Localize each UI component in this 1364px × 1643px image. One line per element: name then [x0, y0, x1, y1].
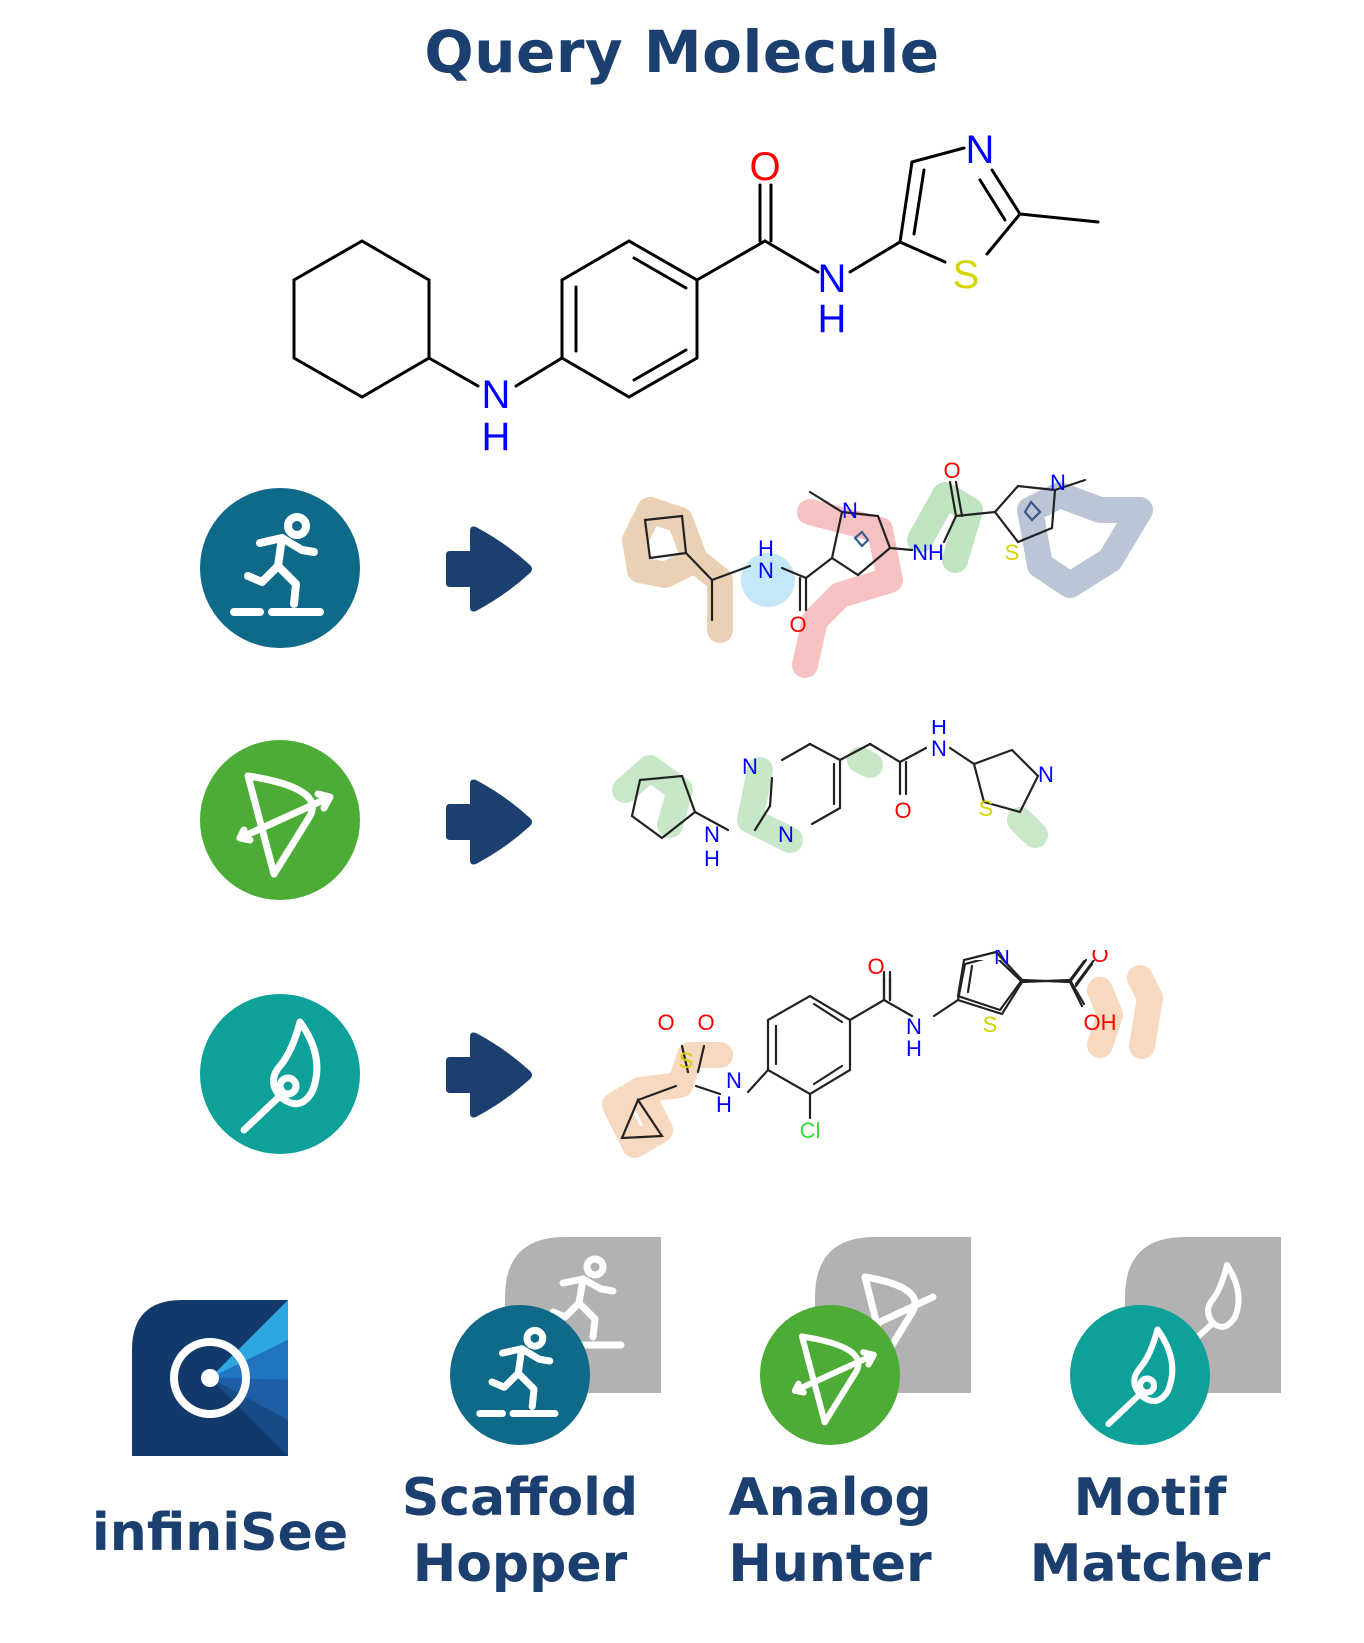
atom-label: H [931, 720, 947, 739]
atom-label: S [1005, 540, 1020, 565]
atom-label: N [758, 558, 774, 583]
arrow-right-icon [446, 779, 532, 865]
atom-label: O [749, 145, 780, 189]
atom-label: Cl [800, 1118, 821, 1143]
atom-label: O [697, 1010, 714, 1035]
atom-label: S [679, 1048, 694, 1073]
atom-label: H [716, 1092, 732, 1117]
product-label-line: Analog [728, 1468, 932, 1528]
product-label-line: Matcher [1029, 1534, 1271, 1594]
atom-label: H [906, 1036, 922, 1061]
atom-label: NH [912, 540, 944, 565]
product-label-scaffold-hopper: Scaffold Hopper [370, 1465, 670, 1597]
atom-label: O [1091, 950, 1108, 967]
product-label-infinisee: infiniSee [70, 1500, 370, 1566]
atom-label: N [818, 257, 847, 301]
analog-hunter-circle-icon [200, 740, 360, 900]
atom-label: O [789, 612, 806, 637]
scaffold-hopper-circle-icon [200, 488, 360, 648]
atom-label: H [818, 297, 847, 341]
arrow-right-icon [446, 526, 532, 612]
atom-label: H [482, 415, 511, 459]
atom-label: N [931, 736, 947, 761]
atom-label: N [742, 754, 758, 779]
atom-label: O [894, 798, 911, 823]
atom-label: O [943, 458, 960, 483]
atom-label: N [1050, 470, 1066, 495]
atom-label: N [482, 373, 511, 417]
atom-label: N [994, 950, 1010, 969]
page-title: Query Molecule [424, 18, 940, 86]
arrow-right-icon [446, 1032, 532, 1118]
motif-matcher-circle-icon [200, 994, 360, 1154]
atom-label: H [758, 536, 774, 561]
atom-label: O [657, 1010, 674, 1035]
product-label-line: Hopper [412, 1534, 628, 1594]
product-label-motif-matcher: Motif Matcher [1000, 1465, 1300, 1597]
atom-label: N [1038, 762, 1054, 787]
atom-label: N [842, 498, 858, 523]
product-label-line: Motif [1073, 1468, 1227, 1528]
scaffold-hopper-result-structure: N H O N NH O N S [622, 458, 1153, 678]
motif-matcher-logo-icon [1070, 1305, 1210, 1445]
query-molecule-structure: O N S N H N H [292, 128, 1100, 459]
atom-label: N [726, 1068, 742, 1093]
atom-label: N [906, 1014, 922, 1039]
motif-matcher-result-structure: O O S N H Cl [602, 960, 1123, 1158]
product-label-line: infiniSee [91, 1503, 349, 1563]
analog-hunter-result-structure: N N N H O N H N S [612, 720, 1054, 871]
product-label-line: Hunter [728, 1534, 932, 1594]
atom-label: S [979, 796, 994, 821]
analog-hunter-logo-icon [760, 1305, 900, 1445]
atom-label: O [867, 954, 884, 979]
atom-label: OH [1084, 1010, 1117, 1035]
atom-label: N [778, 822, 794, 847]
atom-label: S [983, 1012, 998, 1037]
atom-label: H [704, 846, 720, 871]
scaffold-hopper-logo-icon [450, 1305, 590, 1445]
atom-label: S [953, 253, 980, 297]
atom-label: N [966, 128, 995, 172]
product-label-analog-hunter: Analog Hunter [680, 1465, 980, 1597]
atom-label: N [704, 822, 720, 847]
motif-matcher-result-structure-upper: O N H N S O OH [867, 950, 1163, 1061]
infinisee-logo-icon [132, 1300, 288, 1456]
product-label-line: Scaffold [401, 1468, 639, 1528]
